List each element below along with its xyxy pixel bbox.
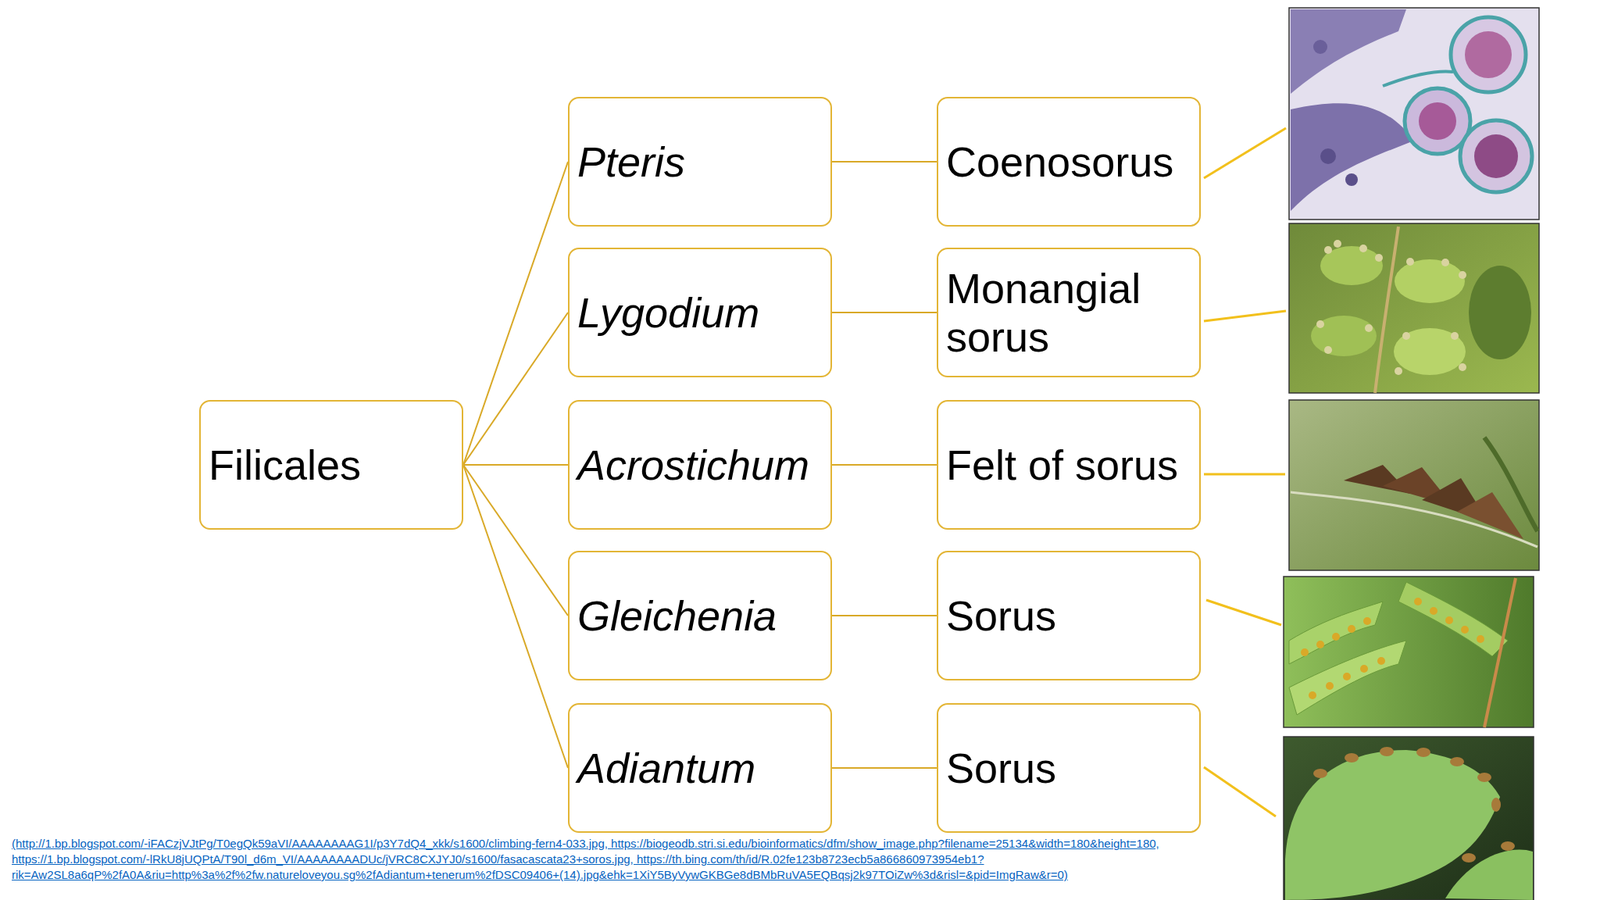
sorus-box: Felt of sorus: [936, 400, 1201, 530]
coenosorus-photo: [1289, 7, 1540, 220]
sorus-box: Coenosorus: [936, 96, 1201, 227]
connector-line: [463, 312, 568, 465]
node-label: Monangial sorus: [946, 264, 1192, 361]
connector-line: [832, 614, 937, 617]
genus-box: Gleichenia: [567, 550, 833, 681]
leader-line: [1203, 310, 1286, 322]
sorus-box: Sorus: [936, 703, 1201, 833]
genus-name: Gleichenia: [577, 591, 777, 640]
leader-line: [1203, 473, 1286, 476]
node-label: Sorus: [946, 591, 1057, 640]
leader-line: [1206, 600, 1282, 625]
adiantum-photo: [1283, 736, 1534, 900]
connector-line: [832, 767, 937, 769]
genus-box: Acrostichum: [567, 400, 833, 530]
node-label: Filicales: [208, 440, 361, 490]
genus-box: Lygodium: [567, 247, 833, 378]
sorus-box: Sorus: [936, 550, 1201, 681]
genus-name: Acrostichum: [577, 440, 810, 490]
node-label: Sorus: [946, 743, 1057, 793]
leader-line: [1203, 128, 1286, 179]
lygodium-photo: [1289, 223, 1540, 393]
leader-lines: [1203, 128, 1286, 817]
node-label: Coenosorus: [946, 137, 1174, 186]
connector-line: [463, 464, 568, 616]
genus-name: Lygodium: [577, 288, 760, 337]
connector-line: [463, 161, 568, 465]
genus-name: Adiantum: [577, 743, 756, 793]
genus-box: Pteris: [567, 96, 833, 227]
genus-name: Pteris: [577, 137, 686, 186]
order-box: Filicales: [199, 400, 464, 530]
connector-line: [832, 311, 937, 314]
genus-box: Adiantum: [567, 703, 833, 833]
sorus-box: Monangial sorus: [936, 247, 1201, 378]
leader-line: [1203, 767, 1276, 817]
acrostichum-photo: [1289, 400, 1540, 571]
connector-line: [832, 464, 937, 466]
connector-line: [463, 464, 568, 768]
image-citation: (http://1.bp.blogspot.com/-iFACzjVJtPg/T…: [11, 835, 1262, 883]
connector-line: [832, 160, 937, 163]
gleichenia-photo: [1283, 576, 1534, 728]
connector-line: [463, 464, 568, 466]
node-label: Felt of sorus: [946, 440, 1179, 490]
